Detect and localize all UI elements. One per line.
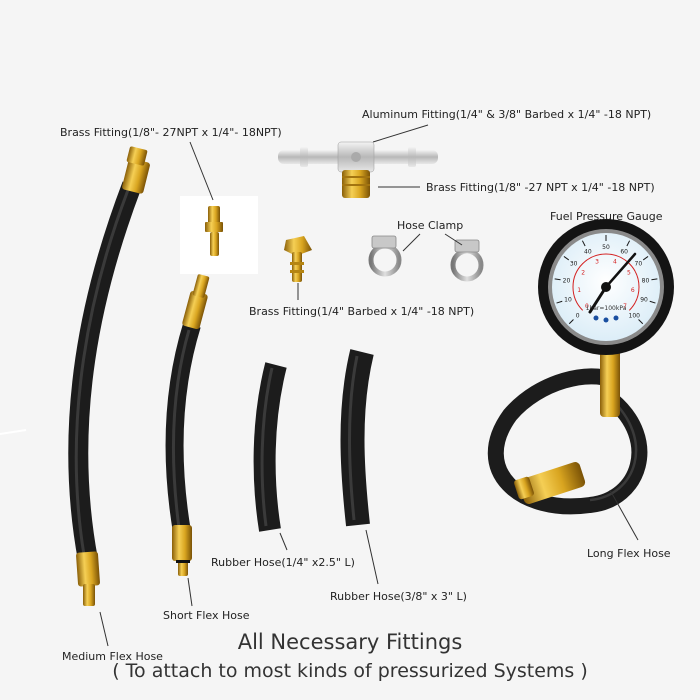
hose-clamp — [368, 235, 484, 282]
label-fuel-pressure-gauge: Fuel Pressure Gauge — [550, 210, 663, 223]
gauge-outer-label: 30 — [570, 260, 578, 267]
medium-flex-hose — [68, 146, 150, 606]
gauge-inner-label: 0 — [585, 303, 589, 310]
long-flex-hose — [487, 345, 648, 515]
label-aluminum-fitting: Aluminum Fitting(1/4" & 3/8" Barbed x 1/… — [362, 108, 652, 121]
brass-fitting-tee — [342, 170, 370, 198]
gauge-inner-arc — [572, 253, 640, 311]
label-brass-fitting-small: Brass Fitting(1/8"- 27NPT x 1/4"- 18NPT) — [60, 126, 282, 139]
short-flex-hose — [165, 274, 210, 576]
label-medium-flex-hose: Medium Flex Hose — [62, 650, 163, 663]
gauge-outer-label: 20 — [563, 278, 571, 285]
gauge-outer-label: 100 — [629, 312, 641, 319]
gauge-outer-label: 10 — [564, 296, 572, 303]
label-short-flex-hose: Short Flex Hose — [163, 609, 250, 622]
gauge-inner-label: 3 — [595, 259, 599, 266]
aluminum-fitting — [278, 141, 438, 173]
rubber-hose-small — [253, 362, 287, 532]
label-rubber-hose-small: Rubber Hose(1/4" x2.5" L) — [211, 556, 355, 569]
gauge-outer-tick — [568, 319, 574, 325]
gauge-outer-tick — [649, 300, 656, 304]
label-hose-clamp: Hose Clamp — [397, 219, 464, 232]
gauge-outer-tick — [581, 240, 586, 247]
caption-title: All Necessary Fittings — [237, 630, 463, 654]
gauge-inner-label: 5 — [627, 270, 631, 277]
gauge-inner-label: 7 — [623, 303, 627, 310]
gauge-unit-label: 1bar=100kPa — [586, 305, 627, 312]
label-brass-fitting-barbed: Brass Fitting(1/4" Barbed x 1/4" -18 NPT… — [249, 305, 475, 318]
gauge-outer-label: 50 — [602, 244, 610, 251]
gauge-inner-label: 6 — [631, 287, 635, 294]
gauge-outer-label: 0 — [576, 312, 580, 319]
gauge-inner-label: 4 — [613, 259, 617, 266]
label-brass-fitting-tee: Brass Fitting(1/8" -27 NPT x 1/4" -18 NP… — [426, 181, 655, 194]
gauge-outer-tick — [638, 319, 644, 325]
gauge-outer-tick — [554, 278, 561, 281]
gauge-outer-tick — [556, 300, 563, 304]
gauge-outer-label: 80 — [642, 278, 650, 285]
gauge-outer-tick — [626, 240, 631, 247]
caption-subtitle: ( To attach to most kinds of pressurized… — [112, 660, 588, 682]
leader-lines — [99, 124, 639, 647]
label-long-flex-hose: Long Flex Hose — [587, 547, 671, 560]
fuel-pressure-gauge: 0 10 20 30 40 50 60 70 80 90 100 0 1 2 3 4 5 6 7 1bar=100k… — [538, 219, 674, 355]
gauge-outer-tick — [642, 256, 649, 261]
gauge-outer-tick — [563, 256, 570, 261]
rubber-hose-large — [340, 349, 374, 527]
brass-fitting-barbed — [284, 236, 312, 282]
gauge-inner-label: 1 — [577, 287, 581, 294]
brass-fitting-small — [180, 196, 258, 274]
gauge-outer-label: 90 — [640, 296, 648, 303]
gauge-outer-label: 40 — [584, 248, 592, 255]
label-rubber-hose-large: Rubber Hose(3/8" x 3" L) — [330, 590, 467, 603]
gauge-outer-label: 70 — [635, 260, 643, 267]
gauge-outer-label: 60 — [620, 248, 628, 255]
gauge-inner-label: 2 — [581, 270, 585, 277]
gauge-outer-tick — [651, 278, 658, 281]
